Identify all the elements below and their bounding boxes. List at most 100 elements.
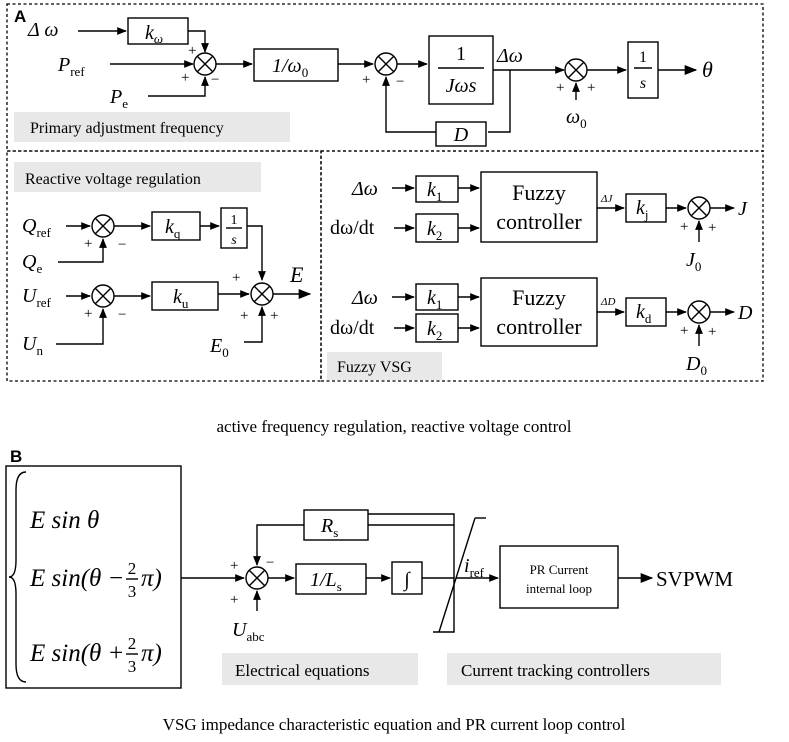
svg-text:Rs: Rs [320, 515, 338, 540]
j0-input: J0 [686, 249, 701, 274]
k-omega-block [127, 17, 189, 45]
current-label: Current tracking controllers [461, 661, 650, 680]
primary-label: Primary adjustment frequency [30, 120, 224, 137]
svg-text:+: + [362, 72, 370, 88]
pr-controller-block [499, 545, 619, 609]
panel-b-caption: VSG impedance characteristic equation an… [163, 715, 626, 734]
fuzzy-label: Fuzzy VSG [337, 359, 412, 376]
p-ref-input: Pref [57, 54, 85, 79]
svg-text:kj: kj [636, 197, 649, 222]
svg-text:3: 3 [128, 657, 137, 676]
i-ref-label: iref [464, 555, 485, 580]
fuzzy-delta-omega-1: Δω [351, 178, 378, 200]
d-output: D [737, 302, 753, 324]
svg-text:s: s [231, 233, 237, 248]
fuzzy-frame [320, 150, 764, 382]
d0-input: D0 [685, 353, 707, 378]
svg-text:D: D [453, 124, 469, 146]
svg-text:−: − [396, 74, 404, 90]
fuzzy-controller-top [480, 171, 598, 243]
svg-text:kω: kω [145, 22, 163, 46]
svg-text:1/ω0: 1/ω0 [272, 55, 308, 80]
theta-output: θ [702, 57, 713, 82]
u-abc-input: Uabc [232, 619, 265, 644]
svg-text:π): π) [141, 565, 162, 592]
p-e-input: Pe [109, 86, 128, 111]
svg-text:+: + [270, 308, 278, 324]
svg-text:∫: ∫ [402, 569, 411, 592]
svg-text:+: + [240, 308, 248, 324]
primary-frame [6, 3, 764, 152]
primary-loop: Δ ω kω Pref Pe + + − 1/ω0 + − 1 Jωs Δω [14, 17, 713, 147]
electrical-loop: + − + Uabc 1/Ls ∫ Rs Electrical equation… [181, 509, 455, 685]
svg-text:k1: k1 [427, 179, 442, 204]
svg-text:Fuzzy: Fuzzy [512, 180, 566, 205]
k1-block-top [415, 175, 459, 203]
reference-slash [438, 517, 476, 633]
reactive-label: Reactive voltage regulation [25, 171, 201, 188]
q-e-input: Qe [22, 251, 42, 276]
svg-text:k2: k2 [427, 318, 442, 343]
j-output: J [738, 198, 748, 220]
sum-junction-u [91, 284, 115, 308]
panel-a-caption: active frequency regulation, reactive vo… [217, 417, 572, 436]
inv-omega0-block [253, 48, 339, 82]
svg-text:+: + [232, 270, 240, 286]
equation-2: E sin(θ − [29, 565, 124, 592]
sum-junction-e [250, 282, 274, 306]
panel-b-letter: B [10, 447, 22, 466]
svg-text:k1: k1 [427, 287, 442, 312]
current-tracking: iref PR Current internal loop SVPWM Curr… [438, 517, 733, 685]
sum-junction-q [91, 214, 115, 238]
u-n-input: Un [22, 333, 43, 358]
svg-text:2: 2 [128, 559, 137, 578]
fuzzy-domega-dt-2: dω/dt [330, 317, 375, 339]
svg-text:−: − [266, 555, 274, 571]
svg-text:ku: ku [173, 286, 189, 311]
reactive-loop: Reactive voltage regulation Qref + − Qe … [14, 162, 312, 360]
svg-text:kq: kq [165, 216, 181, 241]
svg-text:+: + [230, 592, 238, 608]
omega0-input: ω0 [566, 106, 587, 131]
fuzzy-delta-omega-2: Δω [351, 287, 378, 309]
svg-text:π): π) [141, 640, 162, 667]
svg-text:k2: k2 [427, 218, 442, 243]
svg-text:1: 1 [639, 49, 647, 66]
current-label-box [447, 653, 721, 685]
svg-text:+: + [708, 324, 716, 340]
reactive-label-box [14, 162, 261, 192]
delta-d-label: ΔD [600, 296, 615, 308]
svg-text:−: − [211, 72, 219, 88]
svg-text:s: s [640, 75, 646, 92]
sum-junction-b [245, 566, 269, 590]
damping-block [435, 121, 487, 147]
e-output: E [289, 262, 304, 287]
panel-a-letter: A [14, 7, 26, 26]
u-ref-input: Uref [22, 285, 52, 310]
k-q-block [151, 211, 201, 241]
svg-text:+: + [84, 236, 92, 252]
inv-ls-block [295, 563, 367, 595]
svg-text:controller: controller [496, 314, 582, 339]
svg-text:−: − [118, 307, 126, 323]
k-u-block [151, 281, 219, 311]
svg-text:controller: controller [496, 209, 582, 234]
svg-text:internal loop: internal loop [526, 581, 592, 596]
primary-label-box [14, 112, 290, 142]
svg-text:+: + [556, 80, 564, 96]
svg-text:+: + [587, 80, 595, 96]
sum-junction-2 [374, 52, 398, 76]
svg-text:PR Current: PR Current [530, 562, 589, 577]
q-ref-input: Qref [22, 215, 52, 240]
svg-text:+: + [84, 306, 92, 322]
sum-junction-3 [564, 58, 588, 82]
svg-text:+: + [680, 219, 688, 235]
svg-text:kd: kd [636, 301, 652, 326]
equation-box: E sin θ E sin(θ − 2 3 π) E sin(θ + 2 3 π… [5, 465, 182, 689]
equation-1: E sin θ [29, 507, 99, 534]
electrical-label: Electrical equations [235, 661, 370, 680]
k1-block-bottom [415, 283, 459, 311]
svpwm-output: SVPWM [656, 567, 733, 591]
